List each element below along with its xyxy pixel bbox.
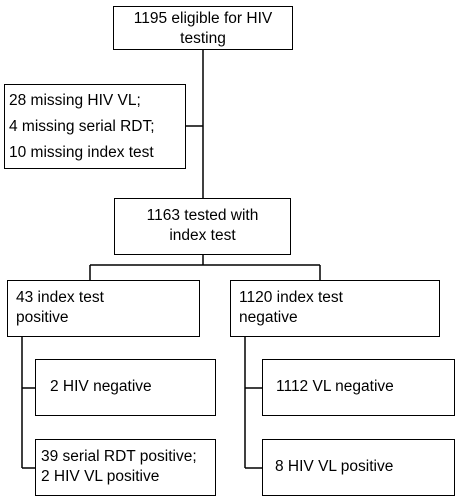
box-index-negative: 1120 index test negative xyxy=(230,280,440,337)
box-vl-negative: 1112 VL negative xyxy=(262,359,455,416)
box-missing: 28 missing HIV VL; 4 missing serial RDT;… xyxy=(4,84,186,169)
box-hiv-negative: 2 HIV negative xyxy=(35,359,216,416)
box-eligible: 1195 eligible for HIV testing xyxy=(113,6,293,50)
box-tested: 1163 tested with index test xyxy=(114,198,291,255)
box-serial-rdt: 39 serial RDT positive; 2 HIV VL positiv… xyxy=(35,439,216,496)
box-index-positive-line-1: 43 index test xyxy=(16,289,104,306)
box-index-positive: 43 index test positive xyxy=(7,280,200,337)
box-missing-line-3: 10 missing index test xyxy=(9,144,154,161)
box-vl-negative-line-1: 1112 VL negative xyxy=(276,378,394,395)
box-index-positive-line-2: positive xyxy=(16,309,69,326)
box-tested-line-2: index test xyxy=(169,227,236,244)
box-vl-positive-line-1: 8 HIV VL positive xyxy=(275,458,394,475)
box-tested-line-1: 1163 tested with xyxy=(146,207,259,224)
box-hiv-negative-line-1: 2 HIV negative xyxy=(50,378,152,395)
box-index-negative-line-2: negative xyxy=(239,309,298,326)
box-eligible-line-1: 1195 eligible for HIV xyxy=(133,10,273,27)
box-serial-rdt-line-2: 2 HIV VL positive xyxy=(41,468,160,485)
box-index-negative-line-1: 1120 index test xyxy=(239,289,343,306)
box-serial-rdt-line-1: 39 serial RDT positive; xyxy=(41,448,197,465)
box-vl-positive: 8 HIV VL positive xyxy=(262,439,455,496)
box-eligible-line-2: testing xyxy=(180,30,226,47)
box-missing-line-1: 28 missing HIV VL; xyxy=(9,92,141,109)
box-missing-line-2: 4 missing serial RDT; xyxy=(9,118,155,135)
